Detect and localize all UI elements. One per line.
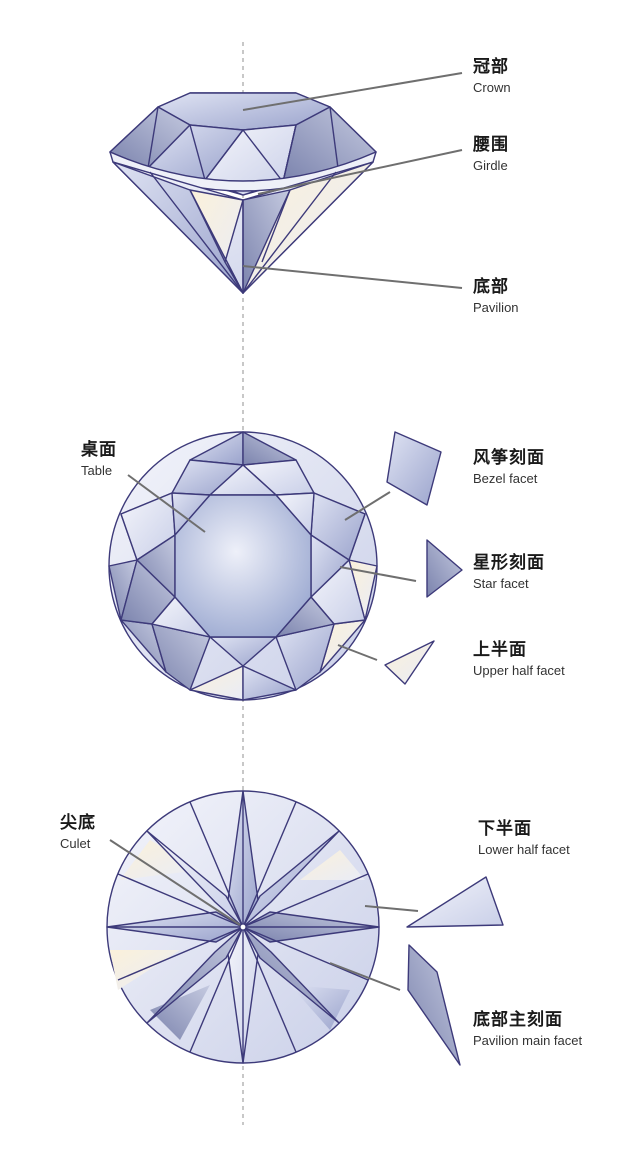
leader-pavilion-main [329,962,401,991]
label-lower-half-zh: 下半面 [478,819,532,839]
pavilion-main-facet-detached [407,944,461,1066]
leader-pavilion [242,265,463,289]
leader-crown [242,72,463,111]
label-lower-half: 下半面 Lower half facet [478,819,570,857]
label-upper-half-en: Upper half facet [473,662,565,678]
star-facet-detached [426,539,463,598]
label-upper-half: 上半面 Upper half facet [473,640,565,678]
culet-point [239,923,247,931]
label-star: 星形刻面 Star facet [473,553,545,591]
label-pavilion-en: Pavilion [473,299,519,315]
label-table-zh: 桌面 [81,440,117,460]
diamond-bottom-view [106,790,380,1064]
label-star-zh: 星形刻面 [473,553,545,573]
upper-half-facet-detached [384,640,435,685]
label-table-en: Table [81,462,113,478]
label-bezel: 风筝刻面 Bezel facet [473,448,545,486]
table-facet [174,494,312,638]
label-pavilion: 底部 Pavilion [473,277,519,315]
leader-girdle [257,149,463,195]
bezel-facet-detached [386,431,442,506]
label-pavilion-main-en: Pavilion main facet [473,1032,583,1048]
leader-bezel [344,491,391,521]
label-culet-zh: 尖底 [60,813,96,833]
label-culet-en: Culet [60,835,91,851]
leader-star [339,566,417,582]
leader-table [127,474,206,533]
leader-upper-half [337,644,378,661]
label-star-en: Star facet [473,575,529,591]
label-bezel-en: Bezel facet [473,470,538,486]
label-upper-half-zh: 上半面 [473,640,527,660]
label-crown-en: Crown [473,79,511,95]
diamond-side-view [109,92,377,294]
label-girdle-zh: 腰围 [473,135,509,155]
leader-lines [109,72,463,991]
label-pavilion-main-zh: 底部主刻面 [473,1010,563,1030]
label-culet: 尖底 Culet [60,813,96,851]
label-pavilion-zh: 底部 [473,277,509,297]
lower-half-facet-detached [406,876,504,928]
label-girdle: 腰围 Girdle [473,135,509,173]
label-pavilion-main: 底部主刻面 Pavilion main facet [473,1010,583,1048]
label-crown: 冠部 Crown [473,57,511,95]
label-lower-half-en: Lower half facet [478,841,570,857]
leader-lower-half [364,905,419,912]
label-girdle-en: Girdle [473,157,508,173]
diamond-top-view [108,431,378,701]
leader-culet [109,839,241,926]
label-bezel-zh: 风筝刻面 [473,448,545,468]
label-crown-zh: 冠部 [473,57,509,77]
label-table: 桌面 Table [81,440,117,478]
